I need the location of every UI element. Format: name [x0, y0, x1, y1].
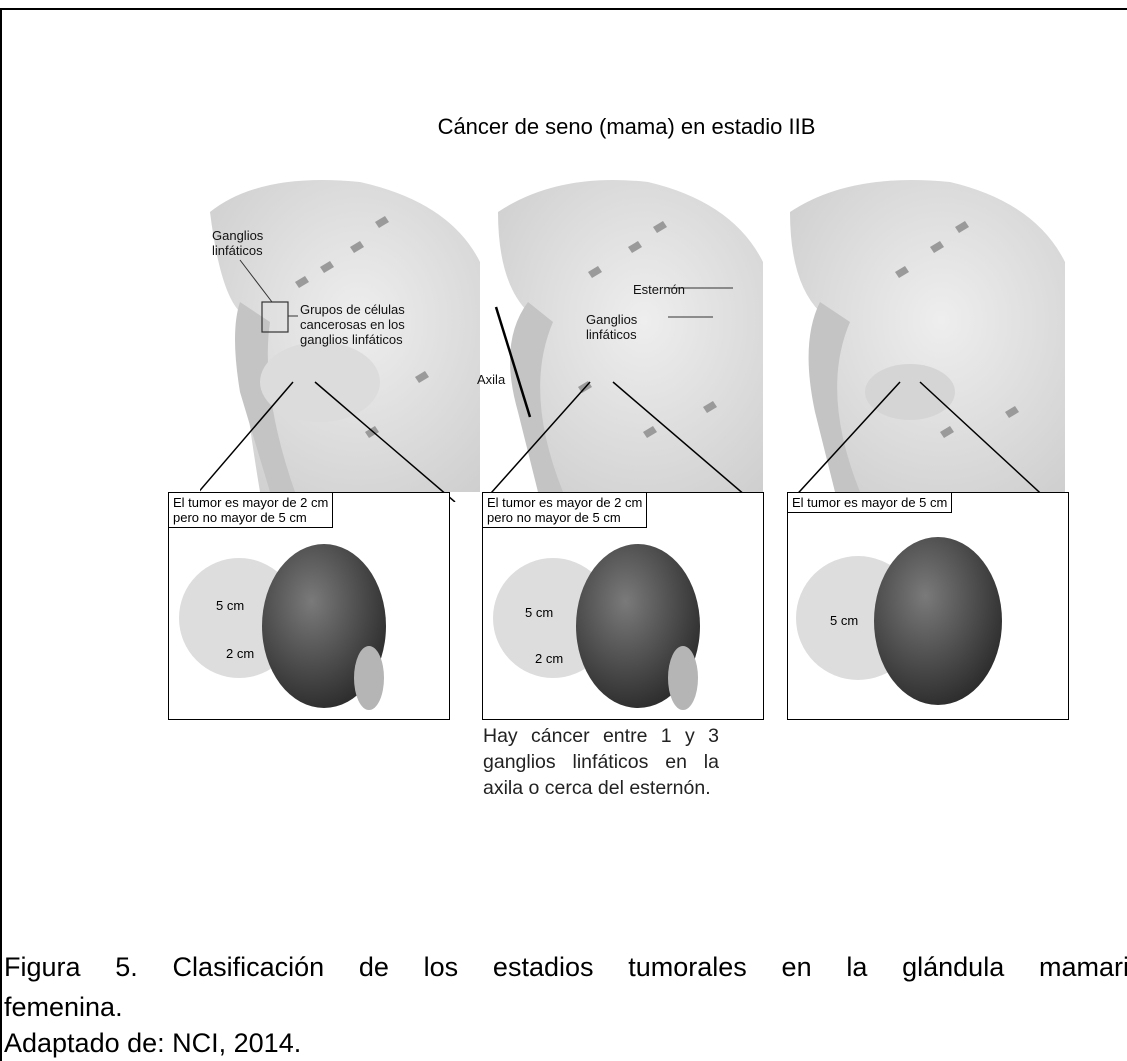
panel-3-box-header: El tumor es mayor de 5 cm	[788, 493, 952, 513]
panel-2-lymph-label: Ganglios linfáticos	[586, 312, 637, 342]
figure-title: Cáncer de seno (mama) en estadio IIB	[0, 114, 1127, 140]
panel-1-tumor-box: El tumor es mayor de 2 cm pero no mayor …	[168, 492, 450, 720]
panel-2-measure-5cm: 5 cm	[525, 605, 553, 620]
panel-3-measure-5cm: 5 cm	[830, 613, 858, 628]
panel-2-sternum-label: Esternón	[633, 282, 685, 297]
panel-3-tumor-box: El tumor es mayor de 5 cm 5 cm	[787, 492, 1069, 720]
lymph-node-note: Hay cáncer entre 1 y 3 ganglios linfátic…	[483, 723, 719, 801]
panel-1-lymph-label: Ganglios linfáticos	[212, 228, 263, 258]
panel-1-measure-5cm: 5 cm	[216, 598, 244, 613]
panel-2-measure-2cm: 2 cm	[535, 651, 563, 666]
panel-2-box-header: El tumor es mayor de 2 cm pero no mayor …	[483, 493, 647, 528]
figure-caption-continued: femenina.	[4, 987, 123, 1027]
panel-2-axilla-label: Axila	[477, 372, 505, 387]
figure-source: Adaptado de: NCI, 2014.	[4, 1025, 301, 1061]
figure-caption: Figura 5. Clasificación de los estadios …	[4, 947, 1127, 987]
panel-1-box-header: El tumor es mayor de 2 cm pero no mayor …	[169, 493, 333, 528]
panel-2-tumor-box: El tumor es mayor de 2 cm pero no mayor …	[482, 492, 764, 720]
panel-1-measure-2cm: 2 cm	[226, 646, 254, 661]
panel-1-cells-label: Grupos de células cancerosas en los gang…	[300, 302, 405, 347]
